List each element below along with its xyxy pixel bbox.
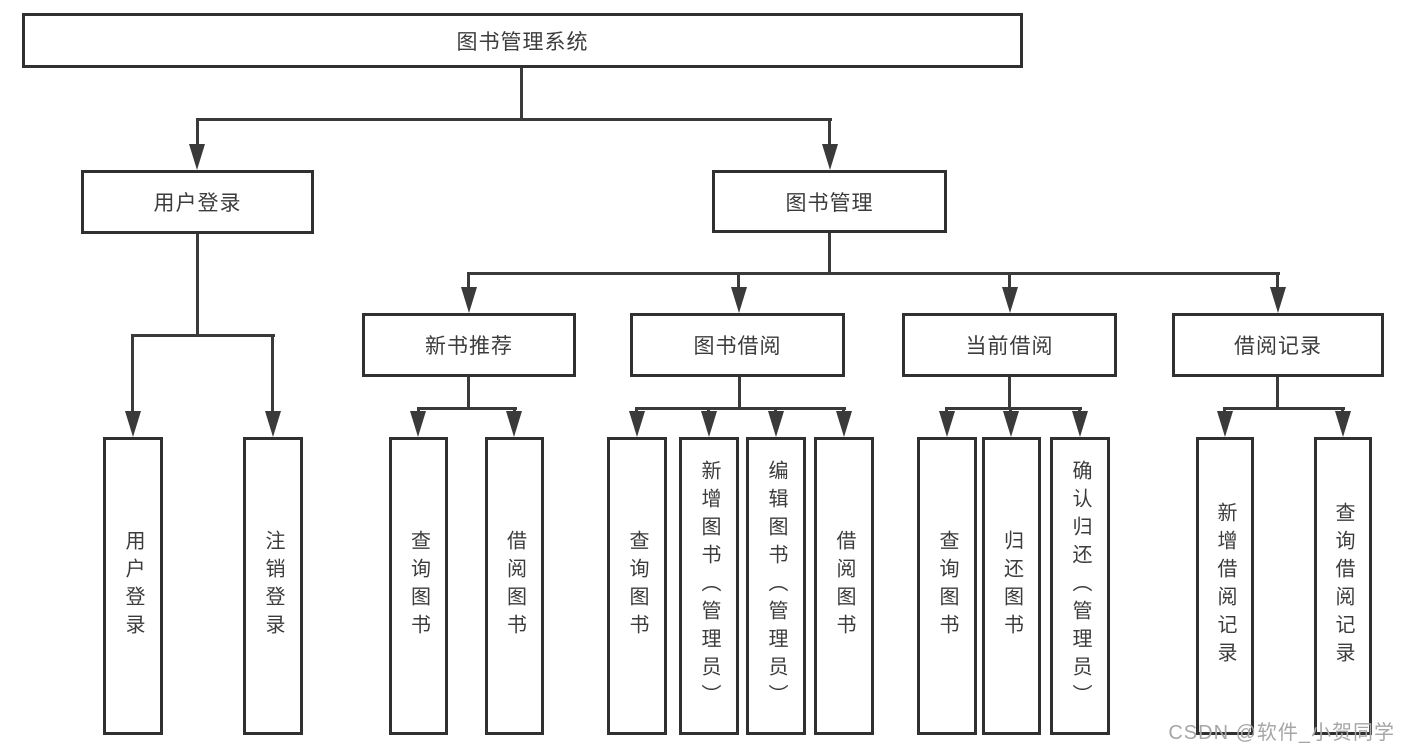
node-logout-action: 注销登录 bbox=[243, 437, 303, 735]
arrowhead-down-icon bbox=[701, 411, 717, 437]
arrowhead-down-icon bbox=[410, 411, 426, 437]
connector-line bbox=[520, 68, 523, 120]
node-query-books-recommend: 查询图书 bbox=[389, 437, 448, 735]
connector-line bbox=[271, 334, 274, 413]
arrowhead-down-icon bbox=[1072, 411, 1088, 437]
arrowhead-down-icon bbox=[125, 411, 141, 437]
arrowhead-down-icon bbox=[1270, 287, 1286, 313]
arrowhead-down-icon bbox=[1217, 411, 1233, 437]
node-confirm-return-admin: 确认归还（管理员） bbox=[1050, 437, 1110, 735]
connector-line bbox=[417, 407, 517, 410]
node-query-borrow-record: 查询借阅记录 bbox=[1314, 437, 1372, 735]
node-library-system: 图书管理系统 bbox=[22, 13, 1023, 68]
connector-line bbox=[738, 377, 741, 409]
connector-line bbox=[828, 118, 831, 148]
connector-line bbox=[945, 407, 1082, 410]
node-add-books-admin: 新增图书（管理员） bbox=[679, 437, 739, 735]
node-user-login: 用户登录 bbox=[81, 170, 314, 234]
node-borrow-books-recommend: 借阅图书 bbox=[485, 437, 544, 735]
node-current-borrowing: 当前借阅 bbox=[902, 313, 1117, 377]
arrowhead-down-icon bbox=[1335, 411, 1351, 437]
connector-line bbox=[131, 334, 134, 413]
node-user-login-action: 用户登录 bbox=[103, 437, 163, 735]
watermark: CSDN @软件_小贺同学 bbox=[1168, 722, 1395, 744]
connector-line bbox=[1008, 377, 1011, 409]
node-add-borrow-record: 新增借阅记录 bbox=[1196, 437, 1254, 735]
arrowhead-down-icon bbox=[822, 144, 838, 170]
connector-line bbox=[1276, 377, 1279, 409]
arrowhead-down-icon bbox=[265, 411, 281, 437]
node-borrow-books: 借阅图书 bbox=[814, 437, 874, 735]
connector-line bbox=[467, 377, 470, 409]
connector-line bbox=[196, 118, 832, 121]
connector-line bbox=[467, 272, 470, 290]
node-query-books-current: 查询图书 bbox=[917, 437, 977, 735]
arrowhead-down-icon bbox=[461, 287, 477, 313]
arrowhead-down-icon bbox=[189, 144, 205, 170]
arrowhead-down-icon bbox=[1002, 287, 1018, 313]
connector-line bbox=[196, 118, 199, 148]
arrowhead-down-icon bbox=[768, 411, 784, 437]
arrowhead-down-icon bbox=[629, 411, 645, 437]
node-query-books-borrowing: 查询图书 bbox=[607, 437, 667, 735]
node-return-books: 归还图书 bbox=[982, 437, 1041, 735]
arrowhead-down-icon bbox=[939, 411, 955, 437]
connector-line bbox=[467, 272, 1280, 275]
connector-line bbox=[1008, 272, 1011, 290]
connector-line bbox=[196, 234, 199, 336]
node-book-borrowing: 图书借阅 bbox=[630, 313, 845, 377]
arrowhead-down-icon bbox=[731, 287, 747, 313]
connector-line bbox=[828, 233, 831, 274]
connector-line bbox=[1223, 407, 1345, 410]
node-book-management: 图书管理 bbox=[712, 170, 947, 233]
arrowhead-down-icon bbox=[1003, 411, 1019, 437]
arrowhead-down-icon bbox=[506, 411, 522, 437]
connector-line bbox=[737, 272, 740, 290]
node-borrowing-records: 借阅记录 bbox=[1172, 313, 1384, 377]
node-edit-books-admin: 编辑图书（管理员） bbox=[746, 437, 806, 735]
connector-line bbox=[635, 407, 846, 410]
arrowhead-down-icon bbox=[836, 411, 852, 437]
connector-line bbox=[132, 334, 275, 337]
node-new-book-recommend: 新书推荐 bbox=[362, 313, 576, 377]
connector-line bbox=[1276, 272, 1279, 290]
